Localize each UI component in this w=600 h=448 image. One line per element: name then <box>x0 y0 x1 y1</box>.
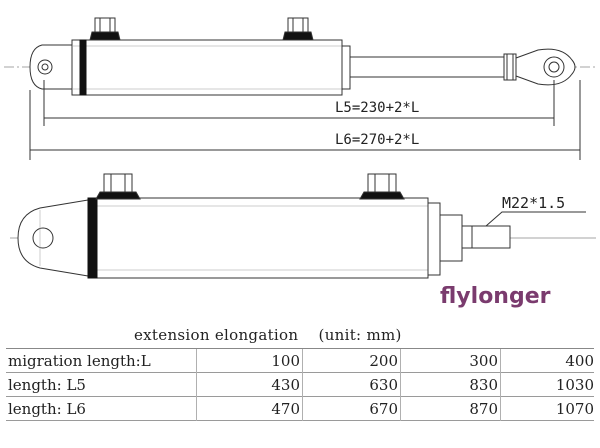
top-seal-band <box>79 39 87 96</box>
top-piston-rod <box>349 56 505 78</box>
table-cell: 100 <box>271 352 300 370</box>
column-divider <box>400 373 401 397</box>
bottom-port-left <box>95 173 141 200</box>
table-cell: 870 <box>469 400 498 418</box>
table-cell: 200 <box>369 352 398 370</box>
table-row: migration length:L 100 200 300 400 <box>6 349 594 373</box>
table-body: migration length:L 100 200 300 400 lengt… <box>6 348 594 421</box>
table-cell: 430 <box>271 376 300 394</box>
bottom-rear-eye <box>32 227 54 249</box>
bottom-end-cap <box>427 202 441 276</box>
table-row: length: L6 470 670 870 1070 <box>6 397 594 421</box>
thread-leader <box>485 211 586 227</box>
column-divider <box>196 349 197 373</box>
column-divider <box>500 397 501 421</box>
top-end-cap <box>341 45 351 90</box>
table-title: extension elongation (unit: mm) <box>134 326 402 344</box>
column-divider <box>302 349 303 373</box>
row-label: length: L5 <box>8 376 86 394</box>
dim-line-l5 <box>43 80 555 126</box>
bottom-port-right <box>359 173 405 200</box>
table-cell: 1070 <box>555 400 594 418</box>
column-divider <box>400 397 401 421</box>
table-cell: 470 <box>271 400 300 418</box>
column-divider <box>302 373 303 397</box>
table-row: length: L5 430 630 830 1030 <box>6 373 594 397</box>
dim-line-l6 <box>29 80 581 160</box>
column-divider <box>196 373 197 397</box>
table-cell: 630 <box>369 376 398 394</box>
top-cylinder-view <box>4 17 596 160</box>
dim-label-l5: L5=230+2*L <box>335 100 419 116</box>
row-label: length: L6 <box>8 400 86 418</box>
top-port-right <box>282 17 314 41</box>
top-lock-nut <box>503 53 517 81</box>
svg-text:flylonger: flylonger <box>440 284 551 309</box>
dim-label-l6: L6=270+2*L <box>335 132 419 148</box>
table-cell: 400 <box>565 352 594 370</box>
column-divider <box>400 349 401 373</box>
table-cell: 1030 <box>555 376 594 394</box>
column-divider <box>302 397 303 421</box>
column-divider <box>196 397 197 421</box>
top-port-left <box>89 17 121 41</box>
brand-logo: flylonger <box>440 284 551 309</box>
bottom-seal-band <box>87 197 98 279</box>
thread-label: M22*1.5 <box>502 194 565 212</box>
table-cell: 830 <box>469 376 498 394</box>
bottom-rod-stub <box>461 225 511 249</box>
column-divider <box>500 349 501 373</box>
bottom-barrel <box>87 197 429 279</box>
row-label: migration length:L <box>8 352 151 370</box>
top-barrel <box>71 39 343 96</box>
table-cell: 300 <box>469 352 498 370</box>
table-cell: 670 <box>369 400 398 418</box>
column-divider <box>500 373 501 397</box>
bottom-cylinder-view <box>10 173 596 279</box>
